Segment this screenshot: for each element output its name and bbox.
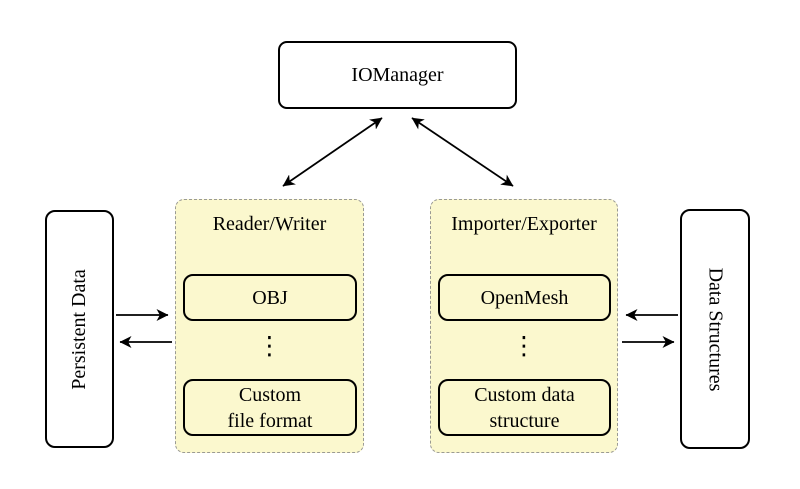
reader-writer-panel-title: Reader/Writer <box>212 213 327 235</box>
importer-exporter-panel: Importer/Exporter OpenMesh ⋮ Custom data… <box>430 199 618 453</box>
arrow-iomanager-importerexporter <box>411 117 514 187</box>
node-openmesh: OpenMesh <box>438 274 611 321</box>
node-iomanager: IOManager <box>278 41 517 109</box>
node-obj: OBJ <box>183 274 357 321</box>
node-persistent-data: Persistent Data <box>45 210 114 448</box>
node-custom-data-structure: Custom data structure <box>438 379 611 436</box>
node-persistent-data-label: Persistent Data <box>68 268 90 390</box>
node-data-structures: Data Structures <box>680 209 750 449</box>
node-custom-file-format: Custom file format <box>183 379 357 436</box>
importer-exporter-panel-title: Importer/Exporter <box>451 213 597 235</box>
vertical-ellipsis: ⋮ <box>511 331 537 360</box>
node-iomanager-label: IOManager <box>351 63 444 86</box>
node-data-structures-label: Data Structures <box>704 267 727 391</box>
arrow-iomanager-readerwriter <box>282 117 383 187</box>
vertical-ellipsis: ⋮ <box>257 331 282 360</box>
reader-writer-panel: Reader/Writer OBJ ⋮ Custom file format <box>175 199 364 453</box>
